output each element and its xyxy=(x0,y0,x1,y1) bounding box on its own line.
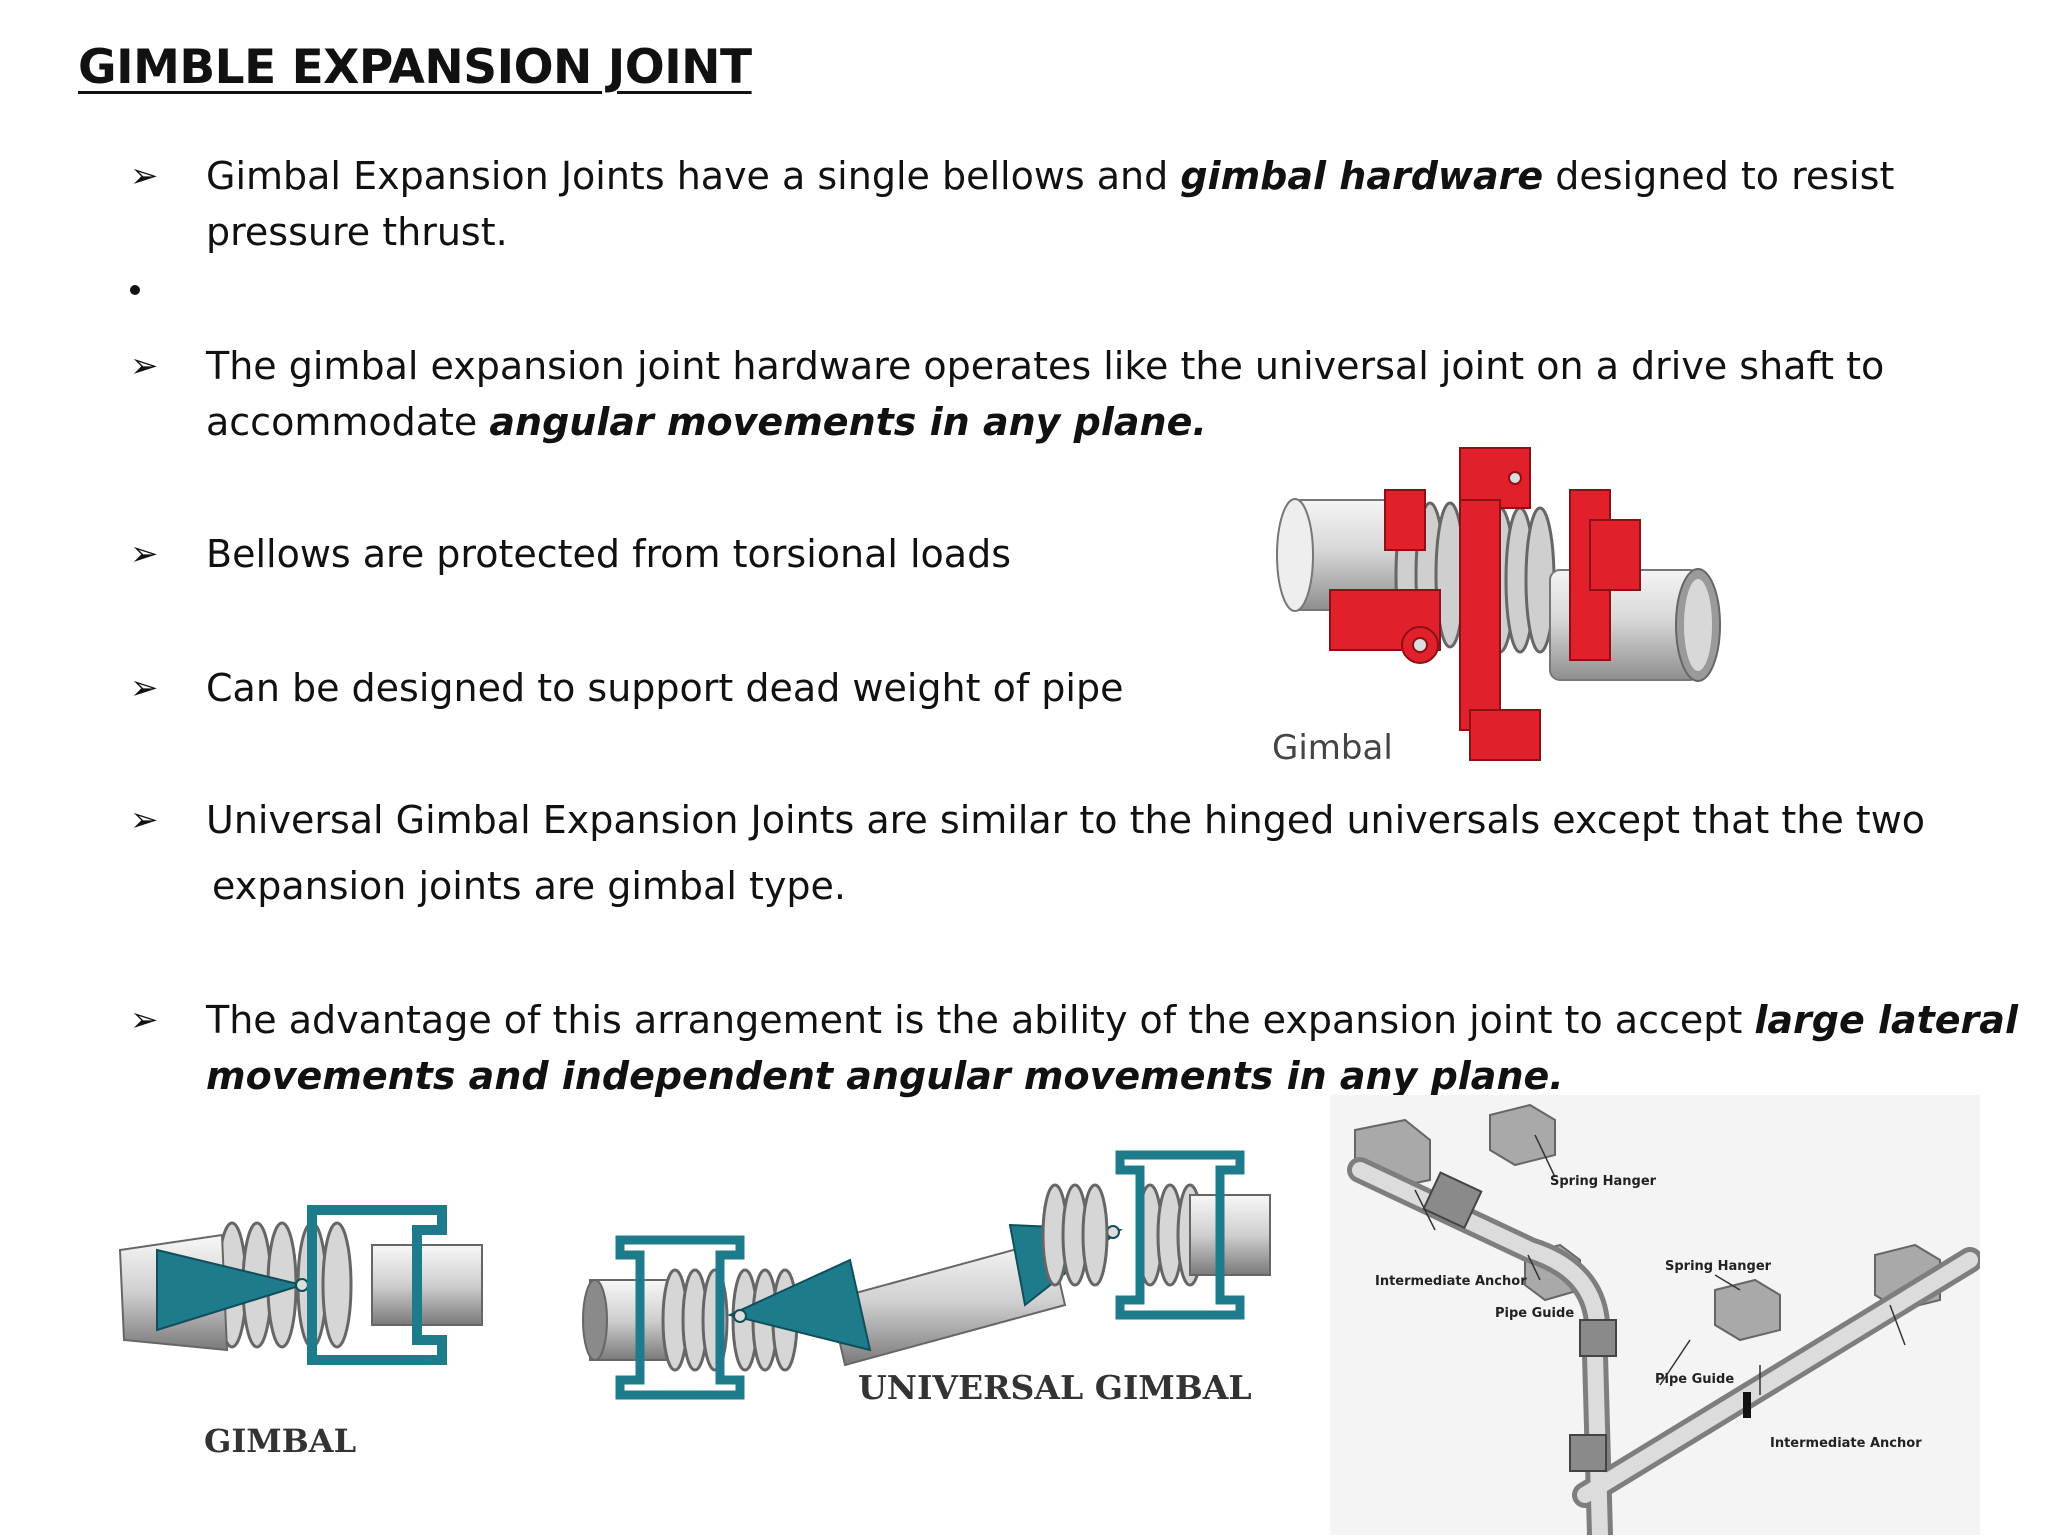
bullet-2-line-1: The gimbal expansion joint hardware oper… xyxy=(206,344,1885,388)
bullet-1-line-1: Gimbal Expansion Joints have a single be… xyxy=(206,154,1895,198)
bullet-6-line-2: movements and independent angular moveme… xyxy=(206,1054,1564,1098)
bullet-5-line-2: expansion joints are gimbal type. xyxy=(212,864,846,908)
arrow-bullet-icon: ➢ xyxy=(130,534,159,574)
label-spring-hanger-1: Spring Hanger xyxy=(1550,1174,1657,1189)
arrow-bullet-icon: ➢ xyxy=(130,1000,159,1040)
piping-system-diagram: Spring Hanger Intermediate Anchor Pipe G… xyxy=(1330,1095,1980,1535)
arrow-bullet-icon: ➢ xyxy=(130,668,159,708)
page-title: GIMBLE EXPANSION JOINT xyxy=(78,40,752,95)
bullet-6-line-1: The advantage of this arrangement is the… xyxy=(206,998,2018,1042)
label-intermediate-anchor-1: Intermediate Anchor xyxy=(1375,1274,1527,1289)
bullet-3-line-1: Bellows are protected from torsional loa… xyxy=(206,532,1012,576)
label-pipe-guide-2: Pipe Guide xyxy=(1655,1372,1734,1387)
bullet-2-line-2: accommodate angular movements in any pla… xyxy=(206,400,1207,444)
arrow-bullet-icon: ➢ xyxy=(130,800,159,840)
bullet-5-line-1: Universal Gimbal Expansion Joints are si… xyxy=(206,798,1926,842)
red-gimbal-joint-image xyxy=(1276,447,1721,761)
bullet-1-line-2: pressure thrust. xyxy=(206,210,508,254)
red-gimbal-caption: Gimbal xyxy=(1272,728,1393,768)
label-intermediate-anchor-2: Intermediate Anchor xyxy=(1770,1436,1922,1451)
arrow-bullet-icon: ➢ xyxy=(130,156,159,196)
universal-gimbal-caption: UNIVERSAL GIMBAL xyxy=(858,1368,1252,1407)
gimbal-caption: GIMBAL xyxy=(204,1422,357,1460)
gimbal-joint-image xyxy=(118,1205,483,1365)
universal-gimbal-image xyxy=(582,1150,1271,1400)
label-pipe-guide-1: Pipe Guide xyxy=(1495,1306,1574,1321)
bullet-4-line-1: Can be designed to support dead weight o… xyxy=(206,666,1124,710)
empty-bullet-dot xyxy=(130,285,140,295)
label-spring-hanger-2: Spring Hanger xyxy=(1665,1259,1772,1274)
arrow-bullet-icon: ➢ xyxy=(130,346,159,386)
